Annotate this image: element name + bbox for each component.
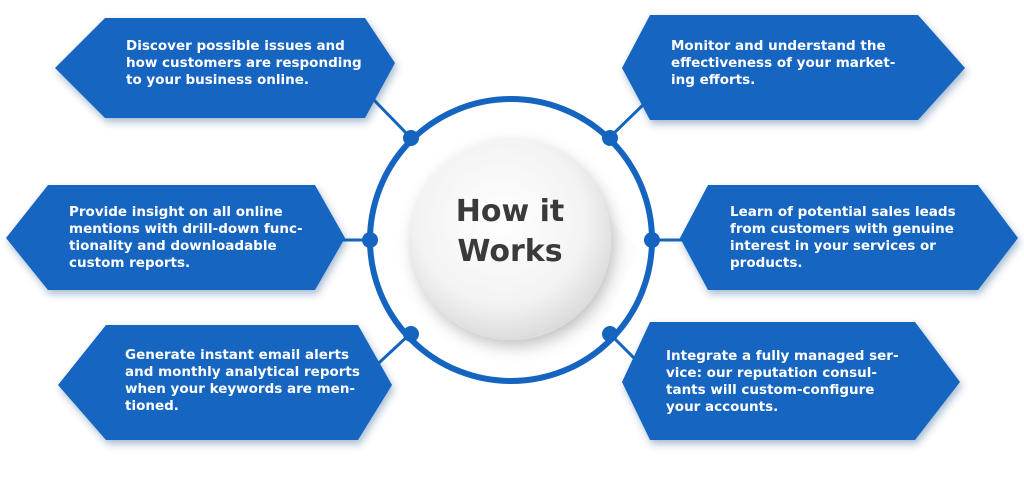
panel-top-right-text: Monitor and understand the effectiveness…: [671, 38, 896, 88]
panel-mid-left-text: Provide insight on all online mentions w…: [69, 204, 303, 271]
inner-disc: [411, 140, 611, 340]
panels: [6, 15, 1018, 440]
panel-bottom-left-text: Generate instant email alerts and monthl…: [125, 347, 360, 414]
center-title: How it Works: [455, 194, 565, 269]
panel-mid-left: [6, 185, 345, 290]
dot-mid-left: [362, 232, 378, 248]
panel-bottom-right: [622, 322, 960, 440]
panel-mid-right-text: Learn of potential sales leads from cust…: [730, 204, 956, 271]
connector-top-right: [608, 98, 650, 139]
panel-top-left: [55, 18, 395, 118]
dot-mid-right: [644, 232, 660, 248]
panel-top-left-text: Discover possible issues and how custome…: [126, 38, 362, 88]
dot-top-left: [403, 130, 419, 146]
panel-bottom-left: [58, 325, 392, 440]
panel-bottom-right-text: Integrate a fully managed ser- vice: our…: [666, 348, 899, 415]
dot-bottom-left: [403, 326, 419, 342]
panel-mid-right: [680, 185, 1018, 290]
connector-top-left: [370, 96, 412, 139]
connector-dots: [362, 130, 660, 342]
panel-top-right: [622, 15, 965, 120]
dot-bottom-right: [602, 326, 618, 342]
dot-top-right: [602, 130, 618, 146]
